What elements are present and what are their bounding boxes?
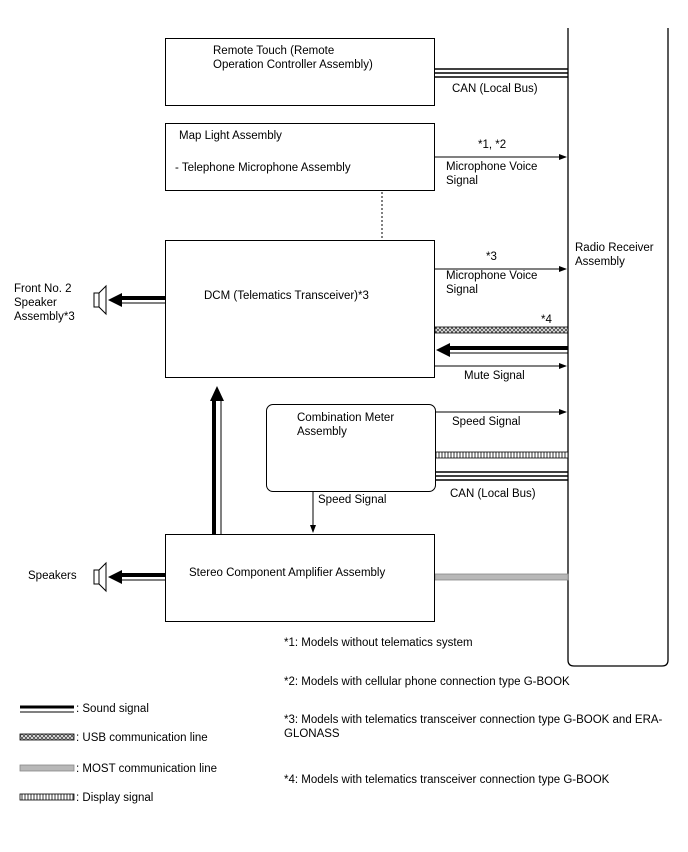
- note-4: *4: Models with telematics transceiver c…: [284, 774, 610, 786]
- legend-sound-swatch: [20, 705, 74, 713]
- sound-line-front-speaker: [108, 293, 165, 307]
- legend-most-label: : MOST communication line: [76, 763, 218, 775]
- remote-touch-box: [165, 38, 435, 106]
- legend-usb-label: : USB communication line: [76, 732, 208, 744]
- stereo-amp-label: Stereo Component Amplifier Assembly: [189, 567, 386, 579]
- legend-sound-label: : Sound signal: [76, 703, 149, 715]
- can-bottom-label: CAN (Local Bus): [450, 488, 536, 500]
- note-3-line2: GLONASS: [284, 728, 340, 740]
- display-line: [434, 451, 569, 459]
- legend-display-label: : Display signal: [76, 792, 154, 804]
- usb-line: [434, 326, 569, 334]
- dcm-label: DCM (Telematics Transceiver)*3: [204, 290, 369, 302]
- radio-receiver-label-1: Radio Receiver: [575, 242, 654, 254]
- mic-voice-1-line1: Microphone Voice: [446, 161, 538, 173]
- mute-label: Mute Signal: [464, 370, 525, 382]
- speed-right-label: Speed Signal: [452, 416, 521, 428]
- remote-touch-label-1: Remote Touch (Remote: [213, 45, 335, 57]
- sound-line-speakers: [108, 570, 165, 584]
- dcm-box: [165, 240, 435, 378]
- combination-meter-label-1: Combination Meter: [297, 412, 395, 424]
- note-1: *1: Models without telematics system: [284, 637, 473, 649]
- combination-meter-box: [266, 404, 436, 492]
- map-light-sub-label: - Telephone Microphone Assembly: [175, 162, 351, 174]
- usb-note: *4: [541, 314, 552, 326]
- combination-meter-label-2: Assembly: [297, 426, 347, 438]
- radio-receiver-label-2: Assembly: [575, 256, 625, 268]
- speed-down-label: Speed Signal: [318, 494, 387, 506]
- front-speaker-icon: [93, 284, 107, 316]
- can-top-label: CAN (Local Bus): [452, 83, 538, 95]
- map-light-label: Map Light Assembly: [179, 130, 282, 142]
- sound-line-dcm: [436, 343, 568, 357]
- remote-touch-label-2: Operation Controller Assembly): [213, 59, 373, 71]
- mic-voice-1-line2: Signal: [446, 175, 478, 187]
- legend-usb-swatch: [19, 733, 75, 741]
- can-bus-top: [435, 68, 568, 78]
- most-line: [434, 573, 569, 581]
- mic-voice-2-line2: Signal: [446, 284, 478, 296]
- can-bus-bottom: [435, 471, 568, 481]
- front-speaker-label-1: Front No. 2: [14, 283, 72, 295]
- front-speaker-label-2: Speaker: [14, 297, 57, 309]
- mic-note-2: *3: [486, 251, 497, 263]
- front-speaker-label-3: Assembly*3: [14, 311, 75, 323]
- legend-display-swatch: [19, 793, 75, 801]
- legend-most-swatch: [19, 764, 75, 772]
- note-2: *2: Models with cellular phone connectio…: [284, 676, 570, 688]
- mic-note-1: *1, *2: [478, 139, 507, 151]
- radio-receiver-outline: [567, 28, 669, 667]
- note-3-line1: *3: Models with telematics transceiver c…: [284, 714, 663, 726]
- map-light-box: [165, 123, 435, 191]
- sound-line-amp-to-dcm: [210, 386, 224, 534]
- speakers-icon: [93, 561, 107, 593]
- speakers-label: Speakers: [28, 570, 77, 582]
- stereo-amp-box: [165, 534, 435, 622]
- mic-voice-2-line1: Microphone Voice: [446, 270, 538, 282]
